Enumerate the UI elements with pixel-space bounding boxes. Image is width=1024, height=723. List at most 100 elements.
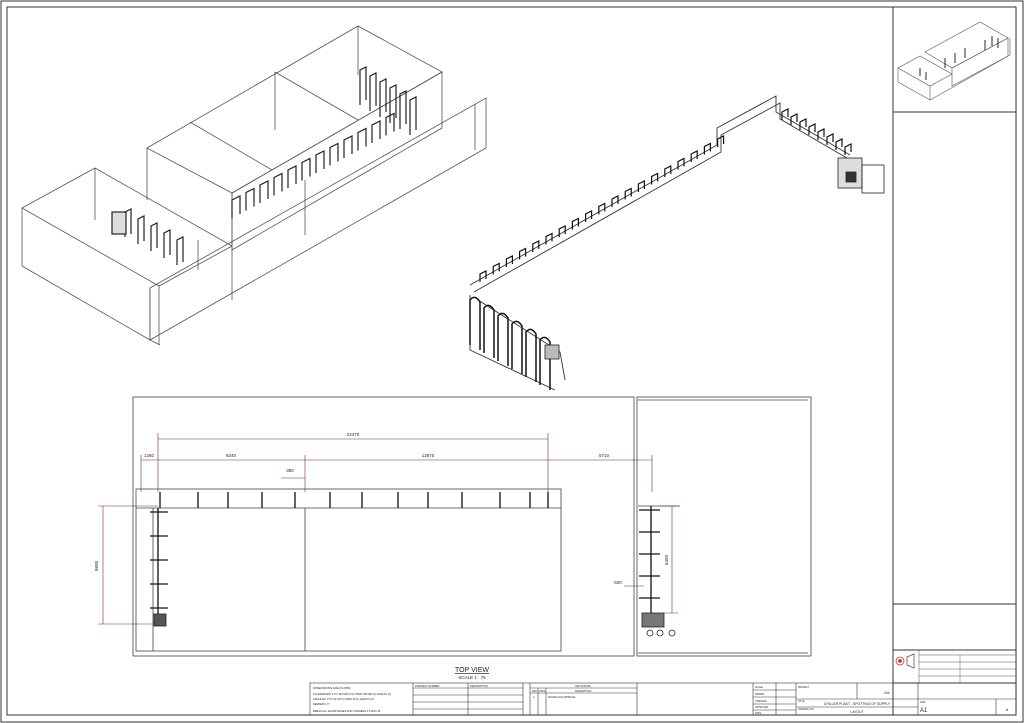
view-title: TOP VIEW: [455, 667, 489, 674]
rack-support: [717, 135, 725, 147]
tb-drawn-label: DRAWN: [755, 693, 764, 696]
rev-row1-rev: A: [533, 696, 535, 699]
frame: [399, 90, 407, 129]
isometric-pipe-rack: [469, 95, 853, 391]
rack-support: [637, 180, 645, 192]
dim-1: 1260: [144, 453, 155, 458]
plan-equipment: [153, 612, 676, 637]
rack-support: [585, 210, 593, 222]
isometric-building-view: [21, 25, 487, 346]
frame: [369, 72, 377, 111]
rev-h-desc: DESCRIPTION: [575, 690, 592, 693]
frame: [150, 222, 158, 251]
dim-3: 380: [286, 468, 294, 473]
frame: [389, 84, 397, 123]
tb-title-label: TITLE: [798, 700, 805, 703]
reference-table: DRAWING NUMBER DESCRIPTION: [415, 684, 488, 688]
ref-col-drawing: DRAWING NUMBER: [415, 684, 440, 688]
note-line-4: REMARKS: F*: [313, 702, 330, 706]
tb-title: CHILLER PLANT - SPOTTING OF SUPPLY: [824, 702, 891, 706]
rack-support: [664, 165, 672, 177]
rack-support: [826, 133, 834, 145]
tb-scale-label: SCALE: [755, 686, 763, 689]
rack-support: [532, 240, 540, 252]
dim-overall: 22470: [347, 432, 360, 437]
pipe-rack-supports: [479, 108, 852, 282]
arch-frame: [511, 320, 523, 374]
rack-support: [808, 123, 816, 135]
rev-title: REVISIONS: [575, 684, 590, 688]
dim-5: 5710: [599, 453, 610, 458]
frame: [385, 112, 395, 136]
rack-support: [479, 270, 487, 282]
rack-support: [781, 108, 789, 120]
rack-support: [790, 113, 798, 125]
rack-support: [598, 202, 606, 215]
rack-support: [651, 172, 659, 185]
tb-date-label: DATE: [755, 712, 762, 715]
frame: [371, 120, 381, 143]
frame: [176, 236, 184, 265]
arch-frame: [525, 328, 537, 382]
isometric-equipment: [111, 66, 417, 265]
frame: [343, 135, 353, 158]
title-block: SCALE DRAWN CHECKED APPROVED DATE PROJEC…: [755, 686, 1009, 715]
tb-drawing: LAYOUT: [850, 710, 863, 714]
frame: [315, 150, 325, 173]
tb-drawing-label: DRAWING NO: [798, 708, 814, 711]
frame: [231, 195, 241, 218]
dim-right-small: 500: [614, 580, 622, 585]
rack-support: [844, 143, 852, 155]
rev-h-date: DATE: [539, 690, 546, 693]
frame: [379, 78, 387, 117]
arch-frame: [469, 296, 481, 350]
rack-support: [505, 255, 513, 267]
tb-project-label: PROJECT: [798, 686, 810, 689]
dim-left-vertical: 8600: [94, 560, 99, 571]
arch-frame: [539, 336, 551, 390]
note-line-3: ANGULAR: 0 TO 30 (±0.5) OVER 30 (1) LENG…: [313, 697, 375, 701]
general-notes: DIMENSIONS ARE IN (MM) TOLERANCES: 0 TO …: [313, 686, 391, 713]
frame: [329, 142, 339, 166]
ref-col-desc: DESCRIPTION: [470, 684, 488, 688]
rack-support: [571, 217, 579, 230]
arch-frame: [497, 312, 509, 366]
rev-h-rev: REV: [532, 690, 537, 693]
plan-rack-members: [150, 492, 660, 624]
frame: [357, 127, 367, 151]
rack-support: [558, 225, 566, 237]
rack-support: [611, 195, 619, 207]
frame: [359, 66, 367, 105]
rack-support: [677, 157, 685, 170]
tb-na: N/A: [884, 691, 890, 695]
revision-table: REVISIONS REV DATE DESCRIPTION A ISSUED …: [532, 684, 592, 699]
company-logo: [895, 653, 915, 669]
view-scale: SCALE 1 : 75: [458, 675, 486, 680]
rack-support: [624, 187, 632, 200]
frame: [287, 165, 297, 188]
rack-support: [492, 262, 500, 275]
note-line-1: DIMENSIONS ARE IN (MM): [313, 686, 351, 690]
dimension-lines: [98, 433, 678, 625]
note-line-5: BREAK ALL SHARP EDGES AND CORNERS 0.5 MA…: [313, 709, 381, 713]
chiller-unit-iso: [544, 157, 885, 360]
rack-support: [545, 232, 553, 245]
dimension-texts: 22470 1260 8240 380 12870 5710 8600 6450…: [94, 432, 669, 585]
frame: [245, 187, 255, 211]
tb-rev: A: [1006, 707, 1009, 712]
tb-checked-label: CHECKED: [755, 700, 767, 703]
rack-support: [835, 138, 843, 150]
tb-approved-label: APPROVED: [755, 706, 769, 709]
rack-support: [690, 150, 698, 162]
top-view-plan: [132, 396, 812, 657]
tb-size-label: SIZE: [920, 701, 926, 704]
frame: [273, 172, 283, 196]
equipment-box: [111, 211, 127, 235]
rack-frames: [469, 296, 551, 390]
dim-4: 12870: [422, 453, 435, 458]
arch-frame: [483, 304, 495, 358]
dim-right-vertical: 6450: [664, 554, 669, 565]
note-line-2: TOLERANCES: 0 TO 100 MM (0.5) OVER 100 M…: [313, 692, 391, 696]
rack-support: [817, 128, 825, 140]
